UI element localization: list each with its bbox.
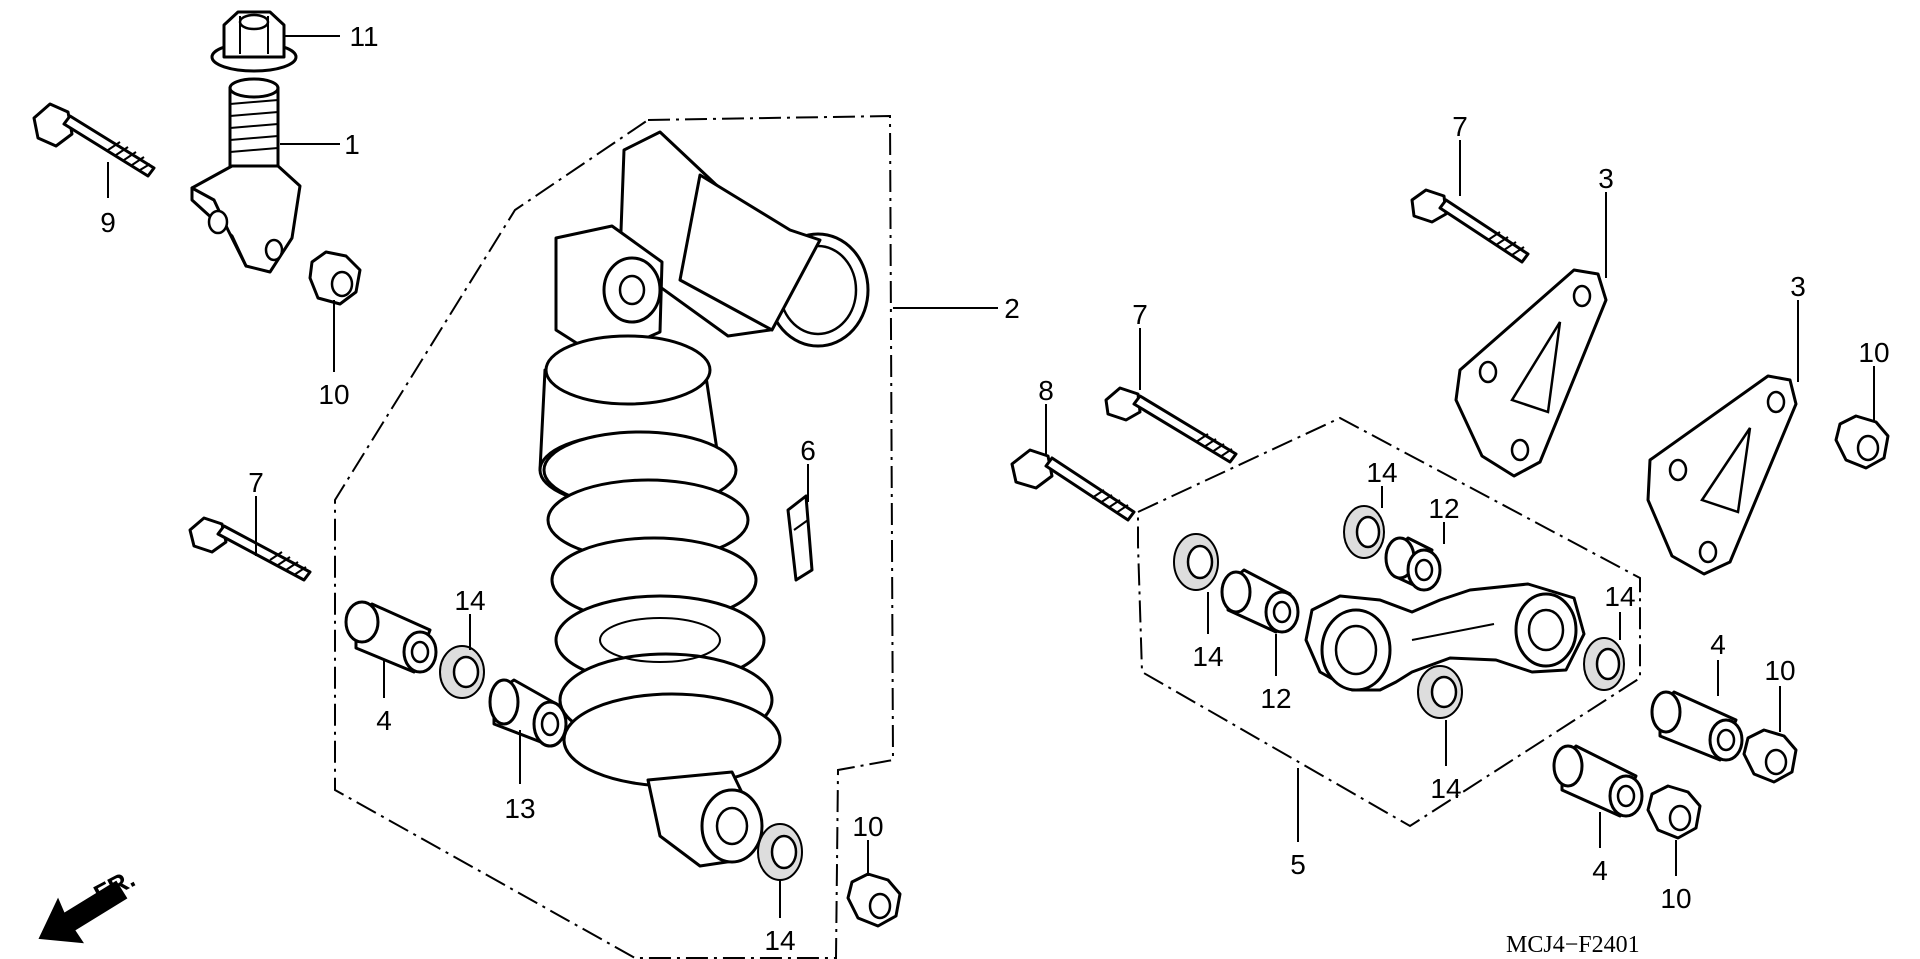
callout-6: 6 (800, 435, 816, 466)
drawing-code: MCJ4−F2401 (1506, 932, 1640, 958)
callout-10: 10 (852, 811, 883, 842)
dust-seal-14f (1417, 665, 1463, 719)
callout-7: 7 (1132, 299, 1148, 330)
callout-14: 14 (1366, 457, 1397, 488)
flange-nut-11 (210, 10, 298, 73)
callout-8: 8 (1038, 375, 1054, 406)
collar-4b (1650, 690, 1744, 762)
collar-4a (344, 600, 438, 674)
link-plate-3b (1646, 374, 1798, 576)
shock-absorber-2 (538, 130, 870, 868)
shock-assembly-outline (334, 114, 895, 959)
callout-2: 2 (1004, 293, 1020, 324)
callout-3: 3 (1598, 163, 1614, 194)
callout-4: 4 (1592, 855, 1608, 886)
nut-10d (1742, 728, 1798, 784)
link-plate-3a (1454, 268, 1608, 478)
dust-seal-14e (1583, 637, 1625, 691)
callout-11: 11 (349, 21, 378, 52)
bolt-7a (188, 516, 312, 582)
nut-10b (846, 872, 902, 928)
bolt-7b (1410, 188, 1530, 264)
callout-labels: 11 1 9 10 2 6 7 14 4 13 10 14 7 3 7 8 3 … (100, 21, 1889, 956)
callout-4: 4 (376, 705, 392, 736)
bolt-8 (1010, 448, 1136, 522)
arrow-down-left-icon (38, 880, 128, 944)
callout-13: 13 (504, 793, 535, 824)
collar-12b (1220, 568, 1300, 634)
callout-5: 5 (1290, 849, 1306, 880)
dust-seal-14a (439, 645, 485, 699)
nut-10e (1646, 784, 1702, 840)
callout-14: 14 (764, 925, 795, 956)
link-assembly-outline (1137, 416, 1641, 828)
callout-10: 10 (318, 379, 349, 410)
needle-bearing-13 (488, 678, 568, 748)
callout-9: 9 (100, 207, 116, 238)
dust-seal-14b (757, 823, 803, 881)
callout-7: 7 (1452, 111, 1468, 142)
dust-seal-14d (1173, 533, 1219, 591)
callout-14: 14 (1604, 581, 1635, 612)
front-direction-indicator: FR. (38, 863, 140, 944)
callout-4: 4 (1710, 629, 1726, 660)
callout-10: 10 (1660, 883, 1691, 914)
callout-3: 3 (1790, 271, 1806, 302)
callout-10: 10 (1764, 655, 1795, 686)
callout-12: 12 (1428, 493, 1459, 524)
callout-7: 7 (248, 467, 264, 498)
collar-4c (1552, 744, 1644, 818)
callout-12: 12 (1260, 683, 1291, 714)
callout-14: 14 (1192, 641, 1223, 672)
callout-10: 10 (1858, 337, 1889, 368)
nut-10c (1834, 414, 1890, 470)
callout-14: 14 (1430, 773, 1461, 804)
suspension-link-5 (1304, 582, 1586, 692)
dust-seal-14c (1343, 505, 1385, 559)
callout-1: 1 (344, 129, 360, 160)
callout-14: 14 (454, 585, 485, 616)
bolt-7c (1104, 386, 1238, 464)
bolt-9 (32, 102, 156, 178)
leader-lines (107, 35, 1875, 918)
nut-10a (308, 250, 362, 306)
mount-bracket-1 (190, 77, 302, 274)
label-6 (786, 494, 814, 582)
collar-12a (1384, 536, 1442, 592)
